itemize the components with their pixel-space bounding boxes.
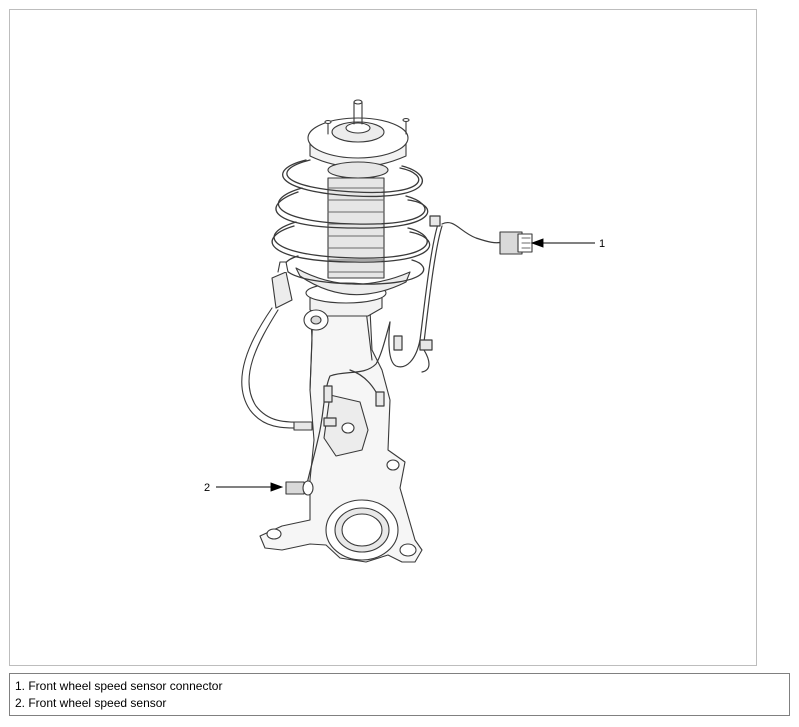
- callout-leaders: [216, 238, 595, 492]
- legend-item: 1. Front wheel speed sensor connector: [15, 679, 223, 693]
- strut-assembly-diagram: 1 2: [204, 99, 605, 563]
- wheel-speed-sensor: [285, 480, 314, 496]
- brake-hose: [241, 261, 313, 431]
- legend-table: 1. Front wheel speed sensor connector 2.…: [9, 673, 790, 716]
- strut-body: [295, 267, 411, 331]
- wheel-speed-sensor-connector: [499, 231, 533, 255]
- callout-1-number: 1: [599, 238, 605, 250]
- steering-knuckle: [259, 285, 423, 563]
- upper-strut-mount: [307, 99, 410, 179]
- diagram-frame: 1 2: [9, 9, 757, 666]
- legend-item: 2. Front wheel speed sensor: [15, 696, 167, 710]
- wheel-speed-sensor-harness: [305, 215, 503, 489]
- callout-2-number: 2: [204, 482, 210, 494]
